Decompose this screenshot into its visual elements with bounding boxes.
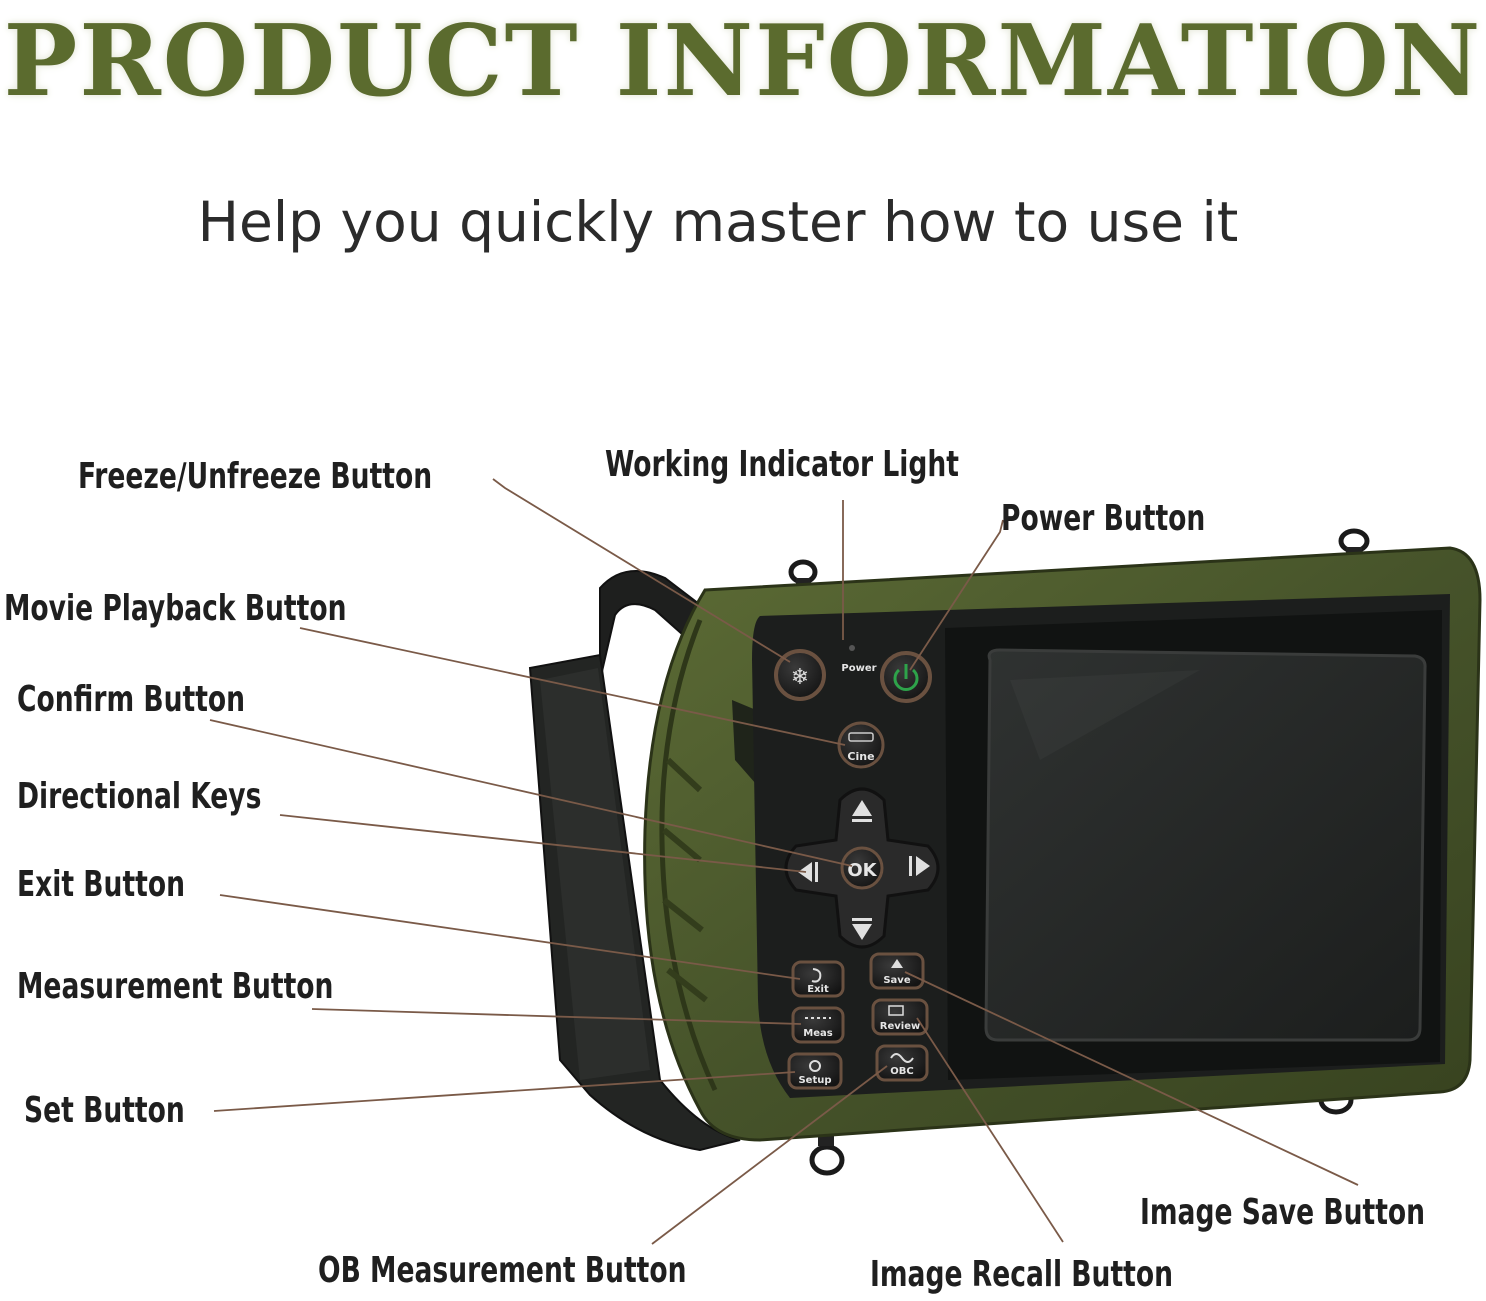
label-image-save: Image Save Button xyxy=(1140,1192,1426,1233)
arrow-right-icon[interactable] xyxy=(909,856,930,876)
label-working-indicator: Working Indicator Light xyxy=(605,444,959,485)
image-save-button[interactable]: Save xyxy=(869,952,925,990)
arrow-up-icon[interactable] xyxy=(852,800,872,822)
freeze-unfreeze-button[interactable]: ❄ xyxy=(774,649,826,701)
power-icon xyxy=(893,664,919,691)
power-text: Power xyxy=(841,663,876,674)
exit-text: Exit xyxy=(807,984,829,995)
obc-text: OBC xyxy=(890,1066,913,1077)
folder-icon xyxy=(888,1005,904,1016)
leader-exit xyxy=(219,894,801,980)
save-icon xyxy=(891,959,903,968)
cine-text: Cine xyxy=(847,750,874,763)
leader-movie xyxy=(299,627,846,746)
setup-text: Setup xyxy=(798,1075,831,1086)
meas-text: Meas xyxy=(803,1028,832,1039)
label-exit: Exit Button xyxy=(17,864,186,905)
leader-set xyxy=(213,1071,796,1112)
leader-directional xyxy=(279,814,807,873)
ob-measurement-button[interactable]: OBC xyxy=(875,1044,929,1082)
leader-ob xyxy=(651,1065,888,1245)
review-text: Review xyxy=(880,1021,920,1032)
leader-freeze xyxy=(492,478,791,663)
image-recall-button[interactable]: Review xyxy=(871,998,929,1036)
label-set: Set Button xyxy=(24,1090,185,1131)
arrow-down-icon[interactable] xyxy=(852,918,872,940)
label-image-recall: Image Recall Button xyxy=(870,1254,1174,1295)
page-title: PRODUCT INFORMATION xyxy=(3,4,1483,119)
leader-lines xyxy=(209,478,1359,1245)
label-movie-playback: Movie Playback Button xyxy=(4,588,347,629)
power-button[interactable] xyxy=(880,651,932,703)
gear-icon xyxy=(809,1060,821,1072)
label-measurement: Measurement Button xyxy=(17,966,334,1007)
working-indicator-light: Power xyxy=(841,645,877,674)
film-icon xyxy=(848,732,874,742)
ok-text: OK xyxy=(847,860,877,881)
label-ob-measurement: OB Measurement Button xyxy=(318,1250,687,1291)
directional-keys[interactable]: OK xyxy=(784,787,940,949)
page-subtitle: Help you quickly master how to use it xyxy=(197,190,1239,254)
svg-text:❄: ❄ xyxy=(791,665,809,690)
label-directional-keys: Directional Keys xyxy=(17,776,262,817)
leader-measurement xyxy=(311,1008,802,1025)
leader-power xyxy=(909,519,1004,671)
label-freeze-unfreeze: Freeze/Unfreeze Button xyxy=(78,456,433,497)
display-screen xyxy=(984,648,1427,1042)
measurement-button[interactable]: Meas xyxy=(791,1006,845,1044)
leader-confirm xyxy=(209,719,853,867)
fetus-icon xyxy=(890,1053,914,1063)
movie-playback-button[interactable]: Cine xyxy=(837,721,885,769)
leader-image-save xyxy=(904,971,1359,1186)
exit-button[interactable]: Exit xyxy=(791,960,845,998)
leader-image-recall xyxy=(916,1017,1064,1243)
set-button[interactable]: Setup xyxy=(787,1052,843,1090)
label-power: Power Button xyxy=(1001,498,1206,539)
ok-button[interactable]: OK xyxy=(840,846,884,890)
return-icon xyxy=(811,968,822,983)
save-text: Save xyxy=(883,975,910,986)
label-confirm: Confirm Button xyxy=(17,679,246,720)
